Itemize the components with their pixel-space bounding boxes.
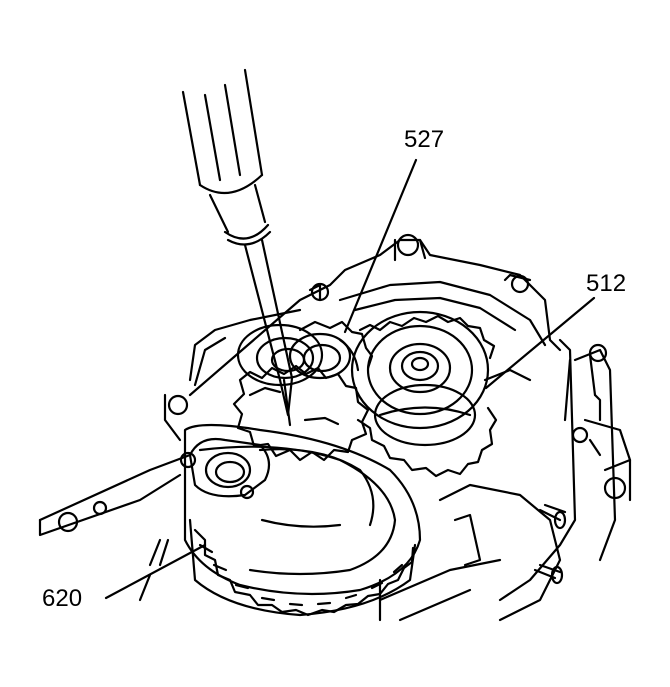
callout-620: 620 xyxy=(42,585,83,612)
leader-620 xyxy=(104,543,207,600)
leader-lines xyxy=(104,158,596,600)
output-gear-512 xyxy=(338,280,547,478)
screwdriver xyxy=(181,68,294,427)
intermediate-gear-527 xyxy=(232,320,374,462)
bearing-retainer xyxy=(188,308,324,387)
leader-527 xyxy=(343,158,418,334)
leader-512 xyxy=(484,296,596,390)
transmission-housing xyxy=(38,233,632,622)
callout-512: 512 xyxy=(586,270,627,297)
drive-gear-620 xyxy=(179,423,422,617)
callout-527: 527 xyxy=(404,126,445,153)
